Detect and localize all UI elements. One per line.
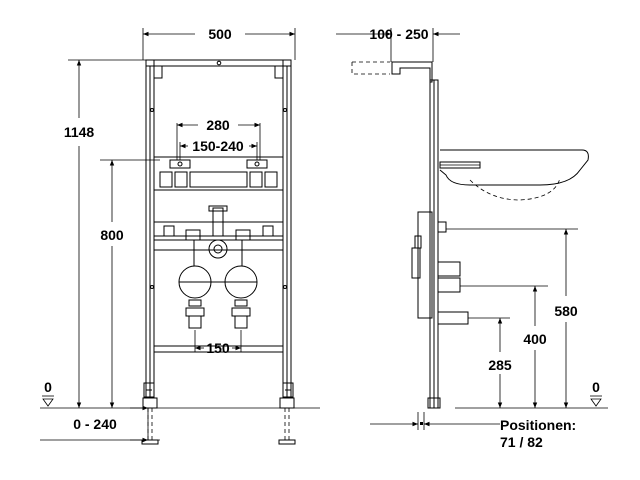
zero-reference-front: 0 bbox=[40, 379, 320, 409]
height-total-label: 1148 bbox=[64, 124, 95, 140]
dimension-hole-spacing-150-240: 150-240 bbox=[179, 138, 258, 160]
zero-label-side: 0 bbox=[592, 379, 600, 395]
dimension-height-400: 400 bbox=[523, 286, 547, 408]
height-400-label: 400 bbox=[523, 331, 547, 347]
front-view: 500 1148 800 0 bbox=[40, 26, 320, 445]
positions-value: 71 / 82 bbox=[500, 434, 543, 450]
dimension-depth: 100 - 250 bbox=[336, 26, 460, 62]
dimension-height-285: 285 bbox=[488, 318, 512, 408]
side-reference-lines bbox=[446, 228, 608, 409]
depth-label: 100 - 250 bbox=[369, 26, 428, 42]
zero-label-front: 0 bbox=[44, 379, 52, 395]
foot-range-label: 0 - 240 bbox=[73, 416, 117, 432]
zero-reference-side: 0 bbox=[590, 379, 602, 407]
dimension-positions: Positionen: 71 / 82 bbox=[370, 412, 576, 450]
side-frame bbox=[351, 61, 469, 409]
height-285-label: 285 bbox=[488, 357, 512, 373]
width-label: 500 bbox=[208, 26, 232, 42]
hole-spacing-outer-label: 280 bbox=[206, 117, 230, 133]
dimension-height-800: 800 bbox=[100, 159, 160, 408]
dimension-width-500: 500 bbox=[142, 26, 296, 60]
side-view: 100 - 250 bbox=[336, 26, 608, 450]
positions-label: Positionen: bbox=[500, 417, 576, 433]
dimension-height-1148: 1148 bbox=[64, 59, 160, 408]
inner-height-label: 800 bbox=[100, 227, 124, 243]
plumbing-fittings bbox=[178, 205, 258, 329]
washbasin-outline bbox=[439, 149, 589, 201]
dimension-hole-spacing-280: 280 bbox=[176, 117, 261, 160]
bottom-fittings-label: 150 bbox=[206, 340, 230, 356]
dimension-fittings-150: 150 bbox=[194, 330, 242, 356]
dimension-height-580: 580 bbox=[554, 229, 578, 408]
hole-spacing-inner-label: 150-240 bbox=[192, 138, 244, 154]
height-580-label: 580 bbox=[554, 303, 578, 319]
dimension-foot-range: 0 - 240 bbox=[40, 405, 160, 443]
